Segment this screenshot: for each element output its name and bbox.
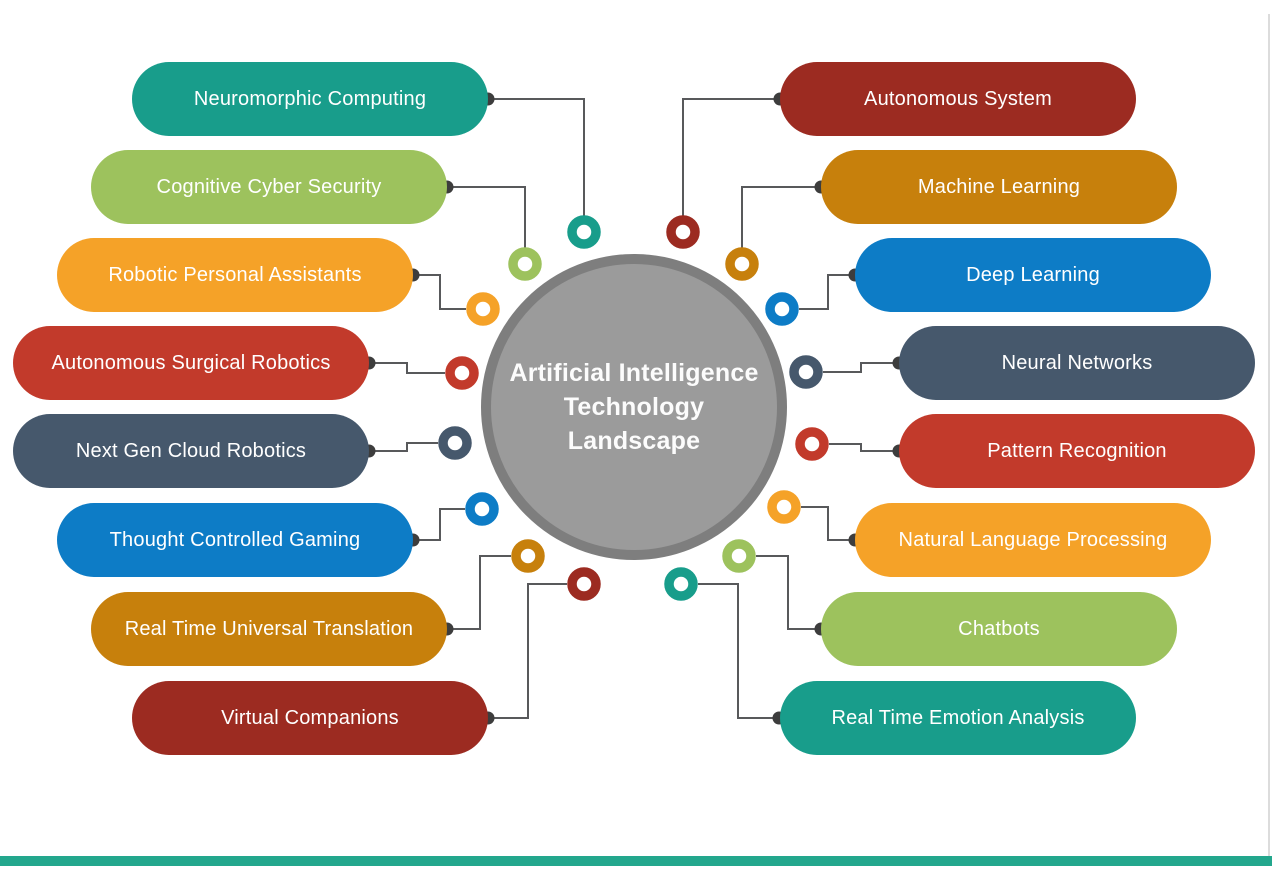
page-edge-line: [1268, 14, 1270, 856]
ring-next-gen-cloud-robotics: [438, 426, 472, 460]
ring-autonomous-surgical-robotics: [445, 356, 479, 390]
pill-label: Autonomous Surgical Robotics: [51, 351, 331, 374]
pill-thought-controlled-gaming: Thought Controlled Gaming: [57, 503, 413, 577]
connector-autonomous-system: [682, 98, 780, 216]
pill-autonomous-system: Autonomous System: [780, 62, 1136, 136]
pill-label: Neuromorphic Computing: [193, 87, 427, 110]
connector-machine-learning: [741, 186, 821, 248]
connector-deep-learning: [799, 274, 855, 310]
pill-neuromorphic-computing: Neuromorphic Computing: [132, 62, 488, 136]
pill-autonomous-surgical-robotics: Autonomous Surgical Robotics: [13, 326, 369, 400]
pill-chatbots: Chatbots: [821, 592, 1177, 666]
ring-real-time-universal-translation: [511, 539, 545, 573]
connector-robotic-personal-assistants: [413, 274, 466, 310]
pill-next-gen-cloud-robotics: Next Gen Cloud Robotics: [13, 414, 369, 488]
diagram-title: Artificial Intelligence Technology Lands…: [509, 356, 758, 458]
connector-pattern-recognition: [829, 443, 899, 452]
ring-cognitive-cyber-security: [508, 247, 542, 281]
pill-label: Cognitive Cyber Security: [156, 175, 382, 198]
ring-machine-learning: [725, 247, 759, 281]
ring-natural-language-processing: [767, 490, 801, 524]
ring-neural-networks: [789, 355, 823, 389]
pill-virtual-companions: Virtual Companions: [132, 681, 488, 755]
pill-machine-learning: Machine Learning: [821, 150, 1177, 224]
pill-label: Real Time Universal Translation: [124, 617, 414, 640]
connector-neuromorphic-computing: [488, 98, 585, 216]
pill-cognitive-cyber-security: Cognitive Cyber Security: [91, 150, 447, 224]
pill-label: Deep Learning: [966, 263, 1100, 286]
pill-neural-networks: Neural Networks: [899, 326, 1255, 400]
connector-chatbots: [756, 555, 821, 630]
ring-real-time-emotion-analysis: [664, 567, 698, 601]
diagram-title-line: Artificial Intelligence: [509, 359, 759, 387]
pill-label: Robotic Personal Assistants: [108, 263, 362, 286]
ring-pattern-recognition: [795, 427, 829, 461]
connector-thought-controlled-gaming: [413, 508, 465, 541]
diagram-title-line: Landscape: [567, 427, 701, 455]
pill-label: Machine Learning: [917, 175, 1081, 198]
ring-thought-controlled-gaming: [465, 492, 499, 526]
connector-autonomous-surgical-robotics: [369, 362, 445, 374]
connector-real-time-universal-translation: [447, 555, 511, 630]
ring-chatbots: [722, 539, 756, 573]
ring-virtual-companions: [567, 567, 601, 601]
ring-robotic-personal-assistants: [466, 292, 500, 326]
ring-autonomous-system: [666, 215, 700, 249]
connector-cognitive-cyber-security: [447, 186, 526, 248]
pill-real-time-emotion-analysis: Real Time Emotion Analysis: [780, 681, 1136, 755]
connector-natural-language-processing: [801, 506, 855, 541]
pill-label: Neural Networks: [1001, 351, 1153, 374]
ring-deep-learning: [765, 292, 799, 326]
pill-natural-language-processing: Natural Language Processing: [855, 503, 1211, 577]
pill-label: Pattern Recognition: [987, 439, 1167, 462]
connector-next-gen-cloud-robotics: [369, 442, 438, 452]
pill-label: Next Gen Cloud Robotics: [75, 439, 307, 462]
diagram-title-line: Technology: [563, 393, 705, 421]
connector-virtual-companions: [488, 583, 567, 719]
pill-label: Thought Controlled Gaming: [109, 528, 361, 551]
pill-label: Autonomous System: [864, 87, 1052, 110]
pill-label: Virtual Companions: [221, 706, 399, 729]
ring-neuromorphic-computing: [567, 215, 601, 249]
pill-label: Natural Language Processing: [898, 528, 1168, 551]
connector-real-time-emotion-analysis: [698, 583, 779, 719]
pill-pattern-recognition: Pattern Recognition: [899, 414, 1255, 488]
pill-label: Chatbots: [958, 617, 1040, 640]
pill-real-time-universal-translation: Real Time Universal Translation: [91, 592, 447, 666]
center-circle: Artificial Intelligence Technology Lands…: [481, 254, 787, 560]
pill-deep-learning: Deep Learning: [855, 238, 1211, 312]
connector-neural-networks: [823, 362, 899, 373]
footer-accent-bar: [0, 856, 1272, 866]
pill-label: Real Time Emotion Analysis: [831, 706, 1085, 729]
pill-robotic-personal-assistants: Robotic Personal Assistants: [57, 238, 413, 312]
